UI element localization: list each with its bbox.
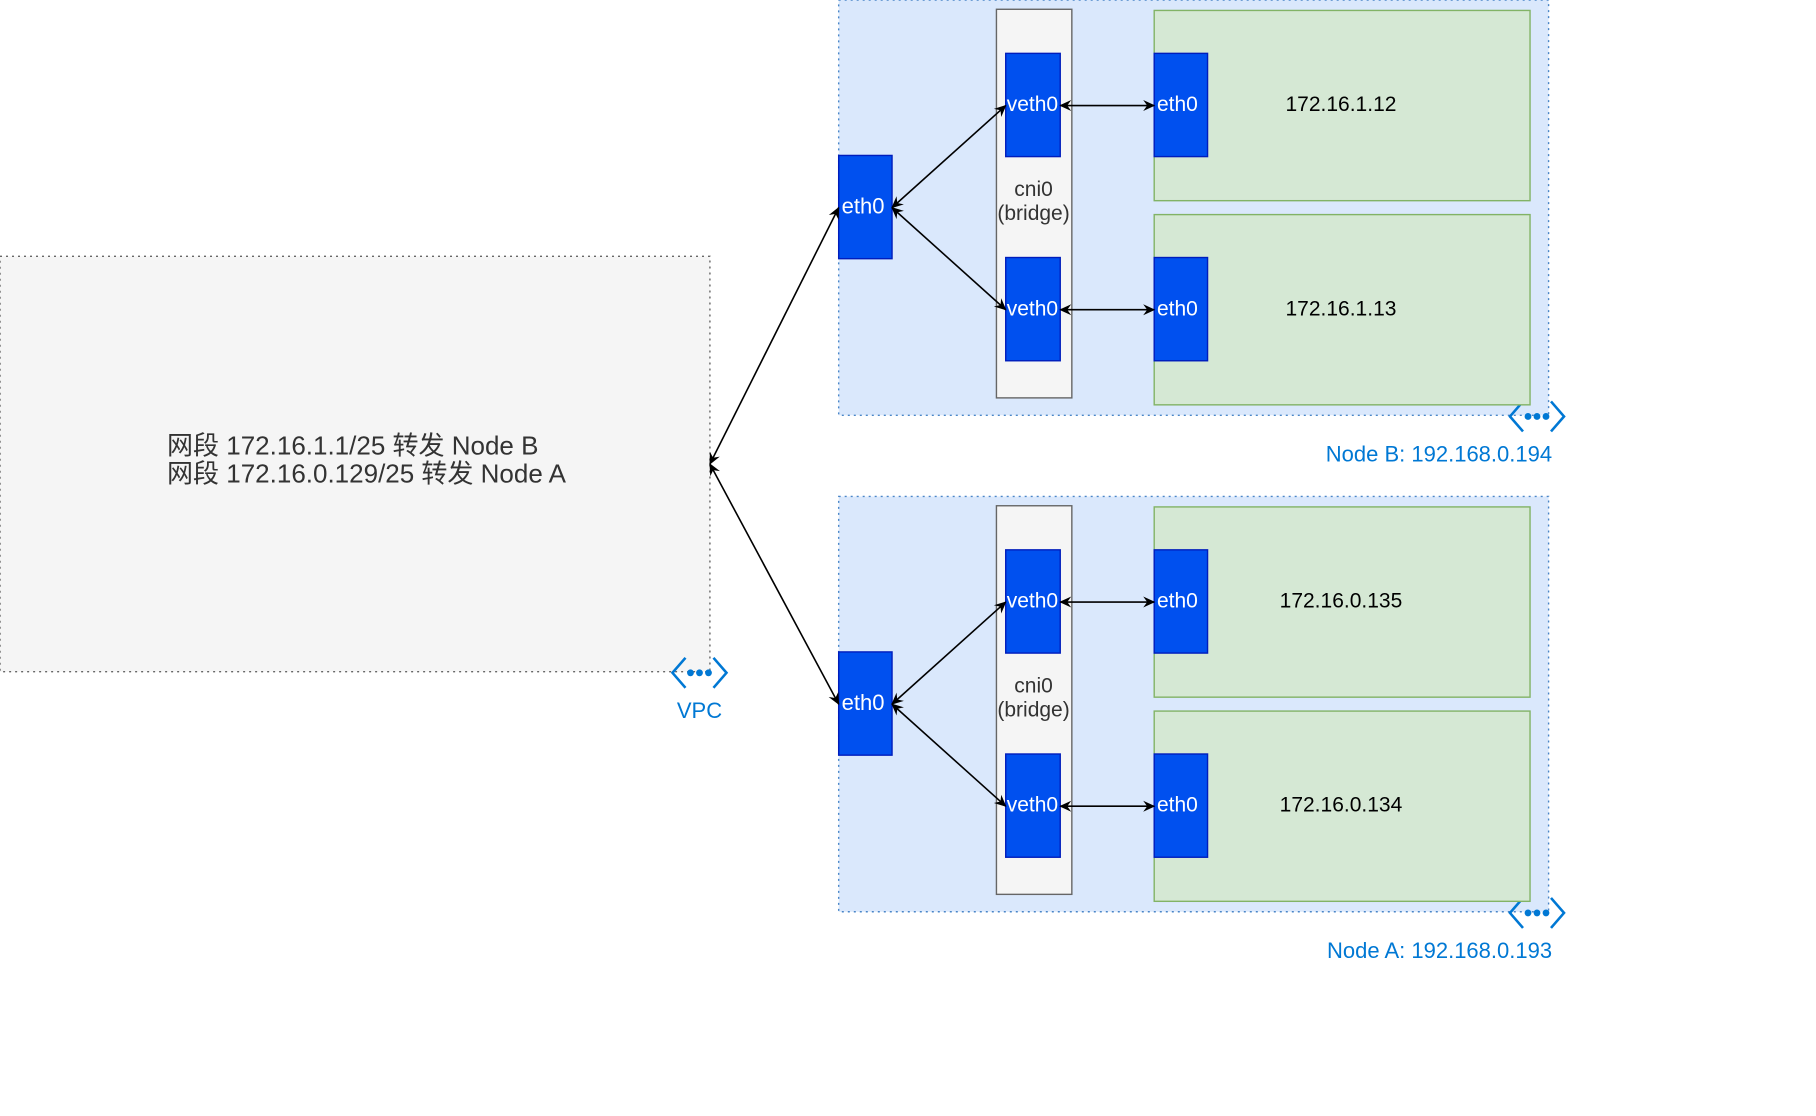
bridge-label: (bridge) <box>997 202 1069 225</box>
host-veth-link <box>891 601 1007 705</box>
pod-box <box>1153 710 1531 903</box>
host-veth-link <box>891 703 1007 807</box>
node-label: Node B: 192.168.0.194 <box>1326 442 1552 467</box>
pod-eth0-label: eth0 <box>1157 297 1198 320</box>
vpc-link <box>709 463 840 706</box>
host-eth0-label: eth0 <box>842 690 885 715</box>
vnet-icon <box>1508 897 1566 929</box>
vpc-route-text: 网段 172.16.0.129/25 转发 Node A <box>167 458 567 488</box>
pod-eth0-label: eth0 <box>1157 93 1198 116</box>
pod-eth0-label: eth0 <box>1157 794 1198 817</box>
bridge-label: (bridge) <box>997 699 1069 722</box>
pod-ip: 172.16.1.13 <box>1285 297 1396 320</box>
host-eth0-label: eth0 <box>842 193 885 218</box>
veth-label: veth0 <box>1007 93 1058 116</box>
veth-label: veth0 <box>1007 794 1058 817</box>
pod-eth0-box <box>1153 549 1209 654</box>
host-eth0 <box>837 154 893 260</box>
pod-eth0-box <box>1153 753 1209 858</box>
host-veth-link <box>891 206 1007 311</box>
vpc-box <box>0 255 711 673</box>
pod-box <box>1153 213 1531 406</box>
veth-label: veth0 <box>1007 297 1058 320</box>
pod-eth0-label: eth0 <box>1157 590 1198 613</box>
pod-ip: 172.16.1.12 <box>1285 93 1396 116</box>
veth-box <box>1005 256 1061 362</box>
pod-ip: 172.16.0.134 <box>1280 794 1403 817</box>
pod-box <box>1153 506 1531 698</box>
vpc-route-text: 网段 172.16.1.1/25 转发 Node B <box>167 431 538 461</box>
pod-box <box>1153 9 1531 202</box>
vpc-link <box>709 206 840 465</box>
veth-box <box>1005 549 1061 654</box>
veth-label: veth0 <box>1007 590 1058 613</box>
pod-ip: 172.16.0.135 <box>1280 590 1403 613</box>
node-label: Node A: 192.168.0.193 <box>1327 938 1552 963</box>
vnet-icon <box>1508 400 1566 433</box>
vpc-label: VPC <box>677 698 722 723</box>
bridge-label: cni0 <box>1014 674 1053 697</box>
bridge-label: cni0 <box>1014 178 1053 201</box>
pod-eth0-box <box>1153 256 1209 362</box>
host-veth-link <box>891 104 1007 209</box>
